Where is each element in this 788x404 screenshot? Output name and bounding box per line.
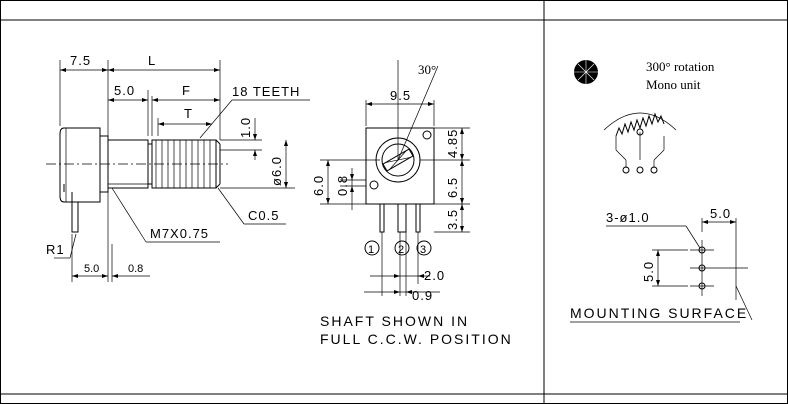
thread-label: M7X0.75 [150,226,209,241]
terminal-1 [622,166,630,174]
angle-30: 30° [418,62,436,77]
dim-T: T [184,106,193,121]
pin-1-leg [379,203,385,233]
dim-9-5: 9.5 [390,88,411,103]
dim-0-9: 0.9 [412,288,433,303]
dim-5-0-vertical: 5.0 [641,261,656,282]
front-body [365,127,435,205]
dim-4-85: 4.85 [445,129,460,158]
note-line-2: FULL C.C.W. POSITION [320,331,513,347]
teeth-label: 18 TEETH [232,84,300,99]
holes-label: 3-ø1.0 [606,210,650,225]
dim-3-5: 3.5 [445,209,460,230]
unit-label: Mono unit [646,77,701,92]
right-panel: 300° rotation Mono unit 3-ø1.0 5.0 [570,59,753,323]
dim-6-0-front: 6.0 [311,175,326,196]
bottom-dim-0-8: 0.8 [128,263,143,275]
chamfer-label: C0.5 [248,208,279,223]
pin-2-leg [397,203,407,233]
dim-6-5: 6.5 [445,177,460,198]
dim-2-0: 2.0 [424,268,445,283]
pin-2-label: 2 [398,244,404,256]
dim-7-5: 7.5 [70,53,91,68]
front-view: 30° 9.5 4.85 6.5 3.5 6.0 0.8 [311,60,513,347]
rotation-label: 300° rotation [646,59,715,74]
pin-1-badge [364,240,380,256]
dim-5-0-horizontal: 5.0 [710,206,731,221]
mounting-surface-label: MOUNTING SURFACE [570,305,748,321]
dim-L: L [148,53,156,68]
dim-5-0: 5.0 [114,83,135,98]
dim-0-8-front: 0.8 [335,175,350,196]
bottom-dim-5-0: 5.0 [84,263,99,275]
pin-3-label: 3 [420,244,426,256]
pin-3-badge [416,240,432,256]
pin-3-leg [415,203,421,233]
terminal-pin [71,192,79,233]
terminal-2 [636,166,644,174]
dim-dia-6-0: ø6.0 [269,156,284,186]
corner-hole-top [422,130,432,140]
side-view: 7.5 L 5.0 F T 18 TEETH 1.0 ø6.0 M7X0.75 [46,53,310,282]
note-line-1: SHAFT SHOWN IN [320,313,469,329]
pot-body [59,127,101,203]
r1-label: R1 [46,242,65,257]
knurl-lines [155,140,211,188]
pin-2-badge [394,240,410,256]
corner-hole-bottom [369,180,379,190]
dim-1-0: 1.0 [238,117,253,138]
pin-1-label: 1 [368,244,374,256]
dim-F: F [182,83,191,98]
terminal-3 [650,166,658,174]
wiper-node [636,128,644,136]
